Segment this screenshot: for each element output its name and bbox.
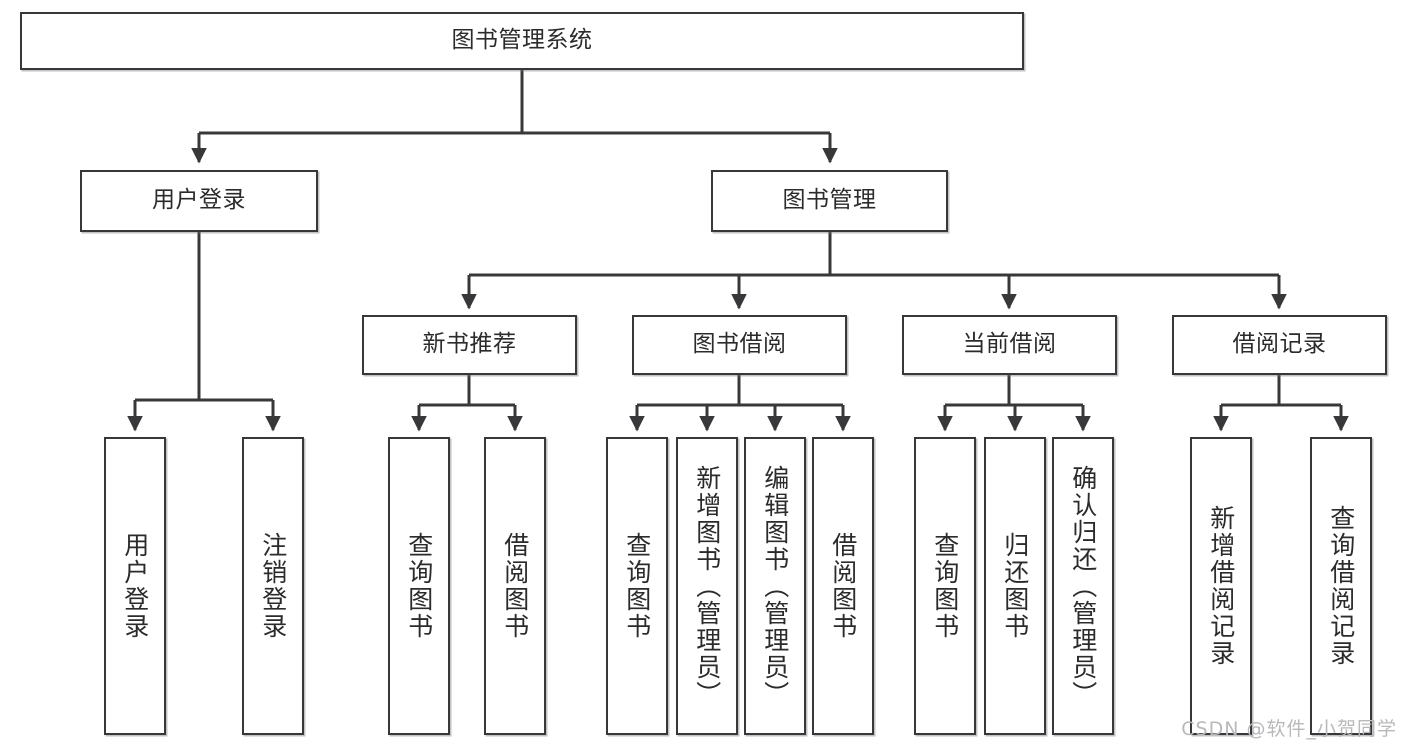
node-leaf-query-record-label: 查询借阅记录 — [1326, 505, 1356, 667]
node-user-login-label: 用户登录 — [152, 187, 246, 214]
node-leaf-return-book-label: 归还图书 — [1000, 532, 1030, 640]
node-book-manage-label: 图书管理 — [782, 187, 877, 214]
node-leaf-query-book-2[interactable]: 查询图书 — [606, 437, 668, 735]
node-leaf-query-book-1-label: 查询图书 — [404, 532, 434, 640]
node-leaf-user-login[interactable]: 用户登录 — [104, 437, 166, 735]
node-leaf-confirm-return[interactable]: 确认归还（管理员） — [1052, 437, 1114, 735]
node-book-manage[interactable]: 图书管理 — [711, 170, 948, 232]
node-leaf-query-book-3[interactable]: 查询图书 — [914, 437, 976, 735]
node-book-borrow-label: 图书借阅 — [692, 331, 787, 358]
node-root[interactable]: 图书管理系统 — [20, 12, 1024, 70]
node-leaf-borrow-book-1[interactable]: 借阅图书 — [484, 437, 546, 735]
node-new-book-rec-label: 新书推荐 — [422, 331, 517, 358]
node-leaf-add-book[interactable]: 新增图书（管理员） — [676, 437, 738, 735]
node-leaf-edit-book-label: 编辑图书（管理员） — [760, 464, 790, 708]
node-book-borrow[interactable]: 图书借阅 — [632, 315, 847, 375]
node-leaf-add-book-label: 新增图书（管理员） — [692, 464, 722, 708]
node-new-book-rec[interactable]: 新书推荐 — [362, 315, 577, 375]
node-leaf-add-record[interactable]: 新增借阅记录 — [1190, 437, 1252, 735]
node-leaf-edit-book[interactable]: 编辑图书（管理员） — [744, 437, 806, 735]
node-leaf-borrow-book-2[interactable]: 借阅图书 — [812, 437, 874, 735]
node-user-login[interactable]: 用户登录 — [80, 170, 318, 232]
node-leaf-borrow-book-2-label: 借阅图书 — [828, 532, 858, 640]
csdn-watermark: CSDN @软件_小贺同学 — [1181, 718, 1397, 740]
node-leaf-return-book[interactable]: 归还图书 — [984, 437, 1046, 735]
node-leaf-logout-label: 注销登录 — [258, 532, 288, 640]
node-leaf-add-record-label: 新增借阅记录 — [1206, 505, 1236, 667]
node-borrow-record[interactable]: 借阅记录 — [1172, 315, 1387, 375]
node-leaf-query-book-3-label: 查询图书 — [930, 532, 960, 640]
node-current-borrow-label: 当前借阅 — [962, 331, 1057, 358]
node-leaf-confirm-return-label: 确认归还（管理员） — [1068, 464, 1098, 708]
node-root-label: 图书管理系统 — [451, 27, 593, 54]
node-leaf-query-record[interactable]: 查询借阅记录 — [1310, 437, 1372, 735]
node-leaf-borrow-book-1-label: 借阅图书 — [500, 532, 530, 640]
node-current-borrow[interactable]: 当前借阅 — [902, 315, 1117, 375]
node-leaf-user-login-label: 用户登录 — [120, 532, 150, 640]
node-leaf-logout[interactable]: 注销登录 — [242, 437, 304, 735]
node-borrow-record-label: 借阅记录 — [1232, 331, 1327, 358]
node-leaf-query-book-2-label: 查询图书 — [622, 532, 652, 640]
node-leaf-query-book-1[interactable]: 查询图书 — [388, 437, 450, 735]
